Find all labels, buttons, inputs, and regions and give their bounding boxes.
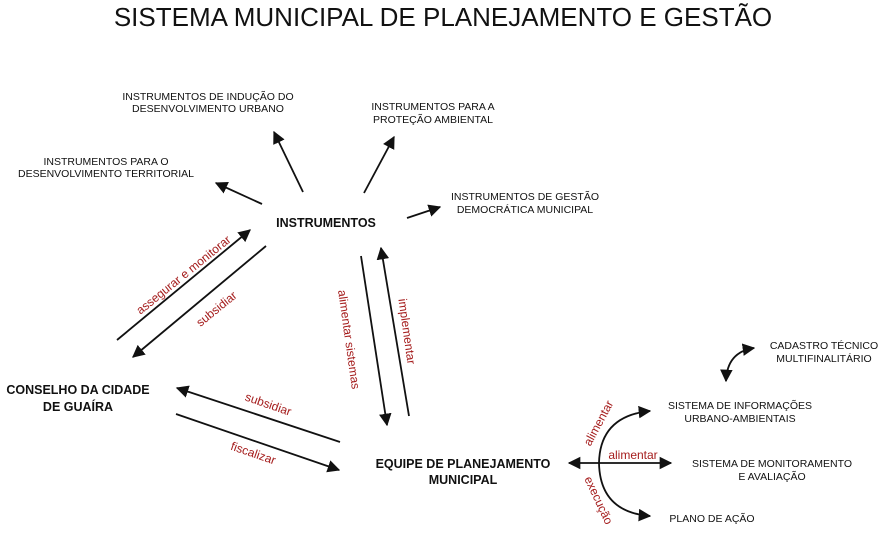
label-subsidiar-bottom: subsidiar: [243, 390, 293, 419]
arrow-implementar: [376, 246, 410, 417]
node-equipe-line1: EQUIPE DE PLANEJAMENTO: [376, 457, 551, 471]
arrow-cadastro: [720, 343, 756, 383]
node-conselho-line1: CONSELHO DA CIDADE: [6, 383, 149, 397]
inducao-line1: INSTRUMENTOS DE INDUÇÃO DO: [122, 90, 293, 103]
arrow-to-gestao: [406, 204, 442, 219]
arrow-to-territorial: [214, 181, 263, 205]
arrow-curve: [598, 405, 652, 522]
arrow-subsidiar-bottom: [175, 385, 341, 443]
inducao-line2: DESENVOLVIMENTO URBANO: [132, 103, 284, 115]
territorial-line2: DESENVOLVIMENTO TERRITORIAL: [18, 168, 194, 180]
sistema-info-line1: SISTEMA DE INFORMAÇÕES: [668, 399, 812, 412]
arrow-subsidiar-top: [132, 245, 267, 358]
monitoramento-line1: SISTEMA DE MONITORAMENTO: [692, 458, 852, 470]
arrow-fiscalizar: [175, 413, 341, 473]
cadastro-line1: CADASTRO TÉCNICO: [770, 339, 878, 352]
gestao-line2: DEMOCRÁTICA MUNICIPAL: [457, 203, 593, 216]
arrow-assegurar: [116, 229, 251, 341]
diagram-title: SISTEMA MUNICIPAL DE PLANEJAMENTO E GEST…: [114, 2, 772, 32]
label-alimentar-horizontal: alimentar: [608, 448, 657, 462]
node-conselho-line2: DE GUAÍRA: [43, 399, 113, 414]
arrow-to-protecao: [363, 135, 395, 194]
protecao-line1: INSTRUMENTOS PARA A: [371, 101, 494, 113]
arrow-alimentar-sistemas: [360, 255, 392, 427]
protecao-line2: PROTEÇÃO AMBIENTAL: [373, 113, 493, 126]
node-instrumentos: INSTRUMENTOS: [276, 216, 376, 230]
territorial-line1: INSTRUMENTOS PARA O: [43, 156, 168, 168]
sistema-info-line2: URBANO-AMBIENTAIS: [684, 413, 795, 425]
label-fiscalizar: fiscalizar: [229, 439, 278, 467]
arrow-to-inducao: [273, 130, 304, 193]
label-subsidiar-top: subsidiar: [193, 288, 239, 329]
gestao-line1: INSTRUMENTOS DE GESTÃO: [451, 190, 599, 203]
cadastro-line2: MULTIFINALITÁRIO: [776, 352, 871, 365]
label-alimentar-curve: alimentar: [581, 398, 617, 448]
label-alimentar-sistemas: alimentar sistemas: [335, 289, 363, 390]
monitoramento-line2: E AVALIAÇÃO: [738, 470, 805, 483]
node-equipe-line2: MUNICIPAL: [429, 473, 498, 487]
plano-acao: PLANO DE AÇÃO: [669, 512, 754, 525]
